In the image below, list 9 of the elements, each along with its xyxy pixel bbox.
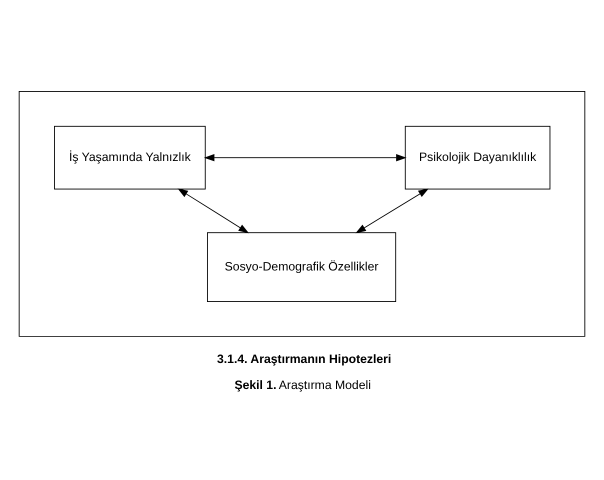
node-box: Psikolojik Dayanıklılık [404, 125, 550, 189]
arrow [178, 188, 249, 233]
arrow [204, 154, 407, 161]
node-box: Sosyo-Demografik Özellikler [207, 232, 396, 302]
caption: Şekil 1. Araştırma Modeli [234, 377, 371, 392]
label: 3.1.4. Araştırmanın Hipotezleri [217, 352, 392, 366]
cluster [18, 90, 586, 336]
arrow [356, 188, 429, 233]
node-box: İş Yaşamında Yalnızlık [54, 125, 206, 189]
